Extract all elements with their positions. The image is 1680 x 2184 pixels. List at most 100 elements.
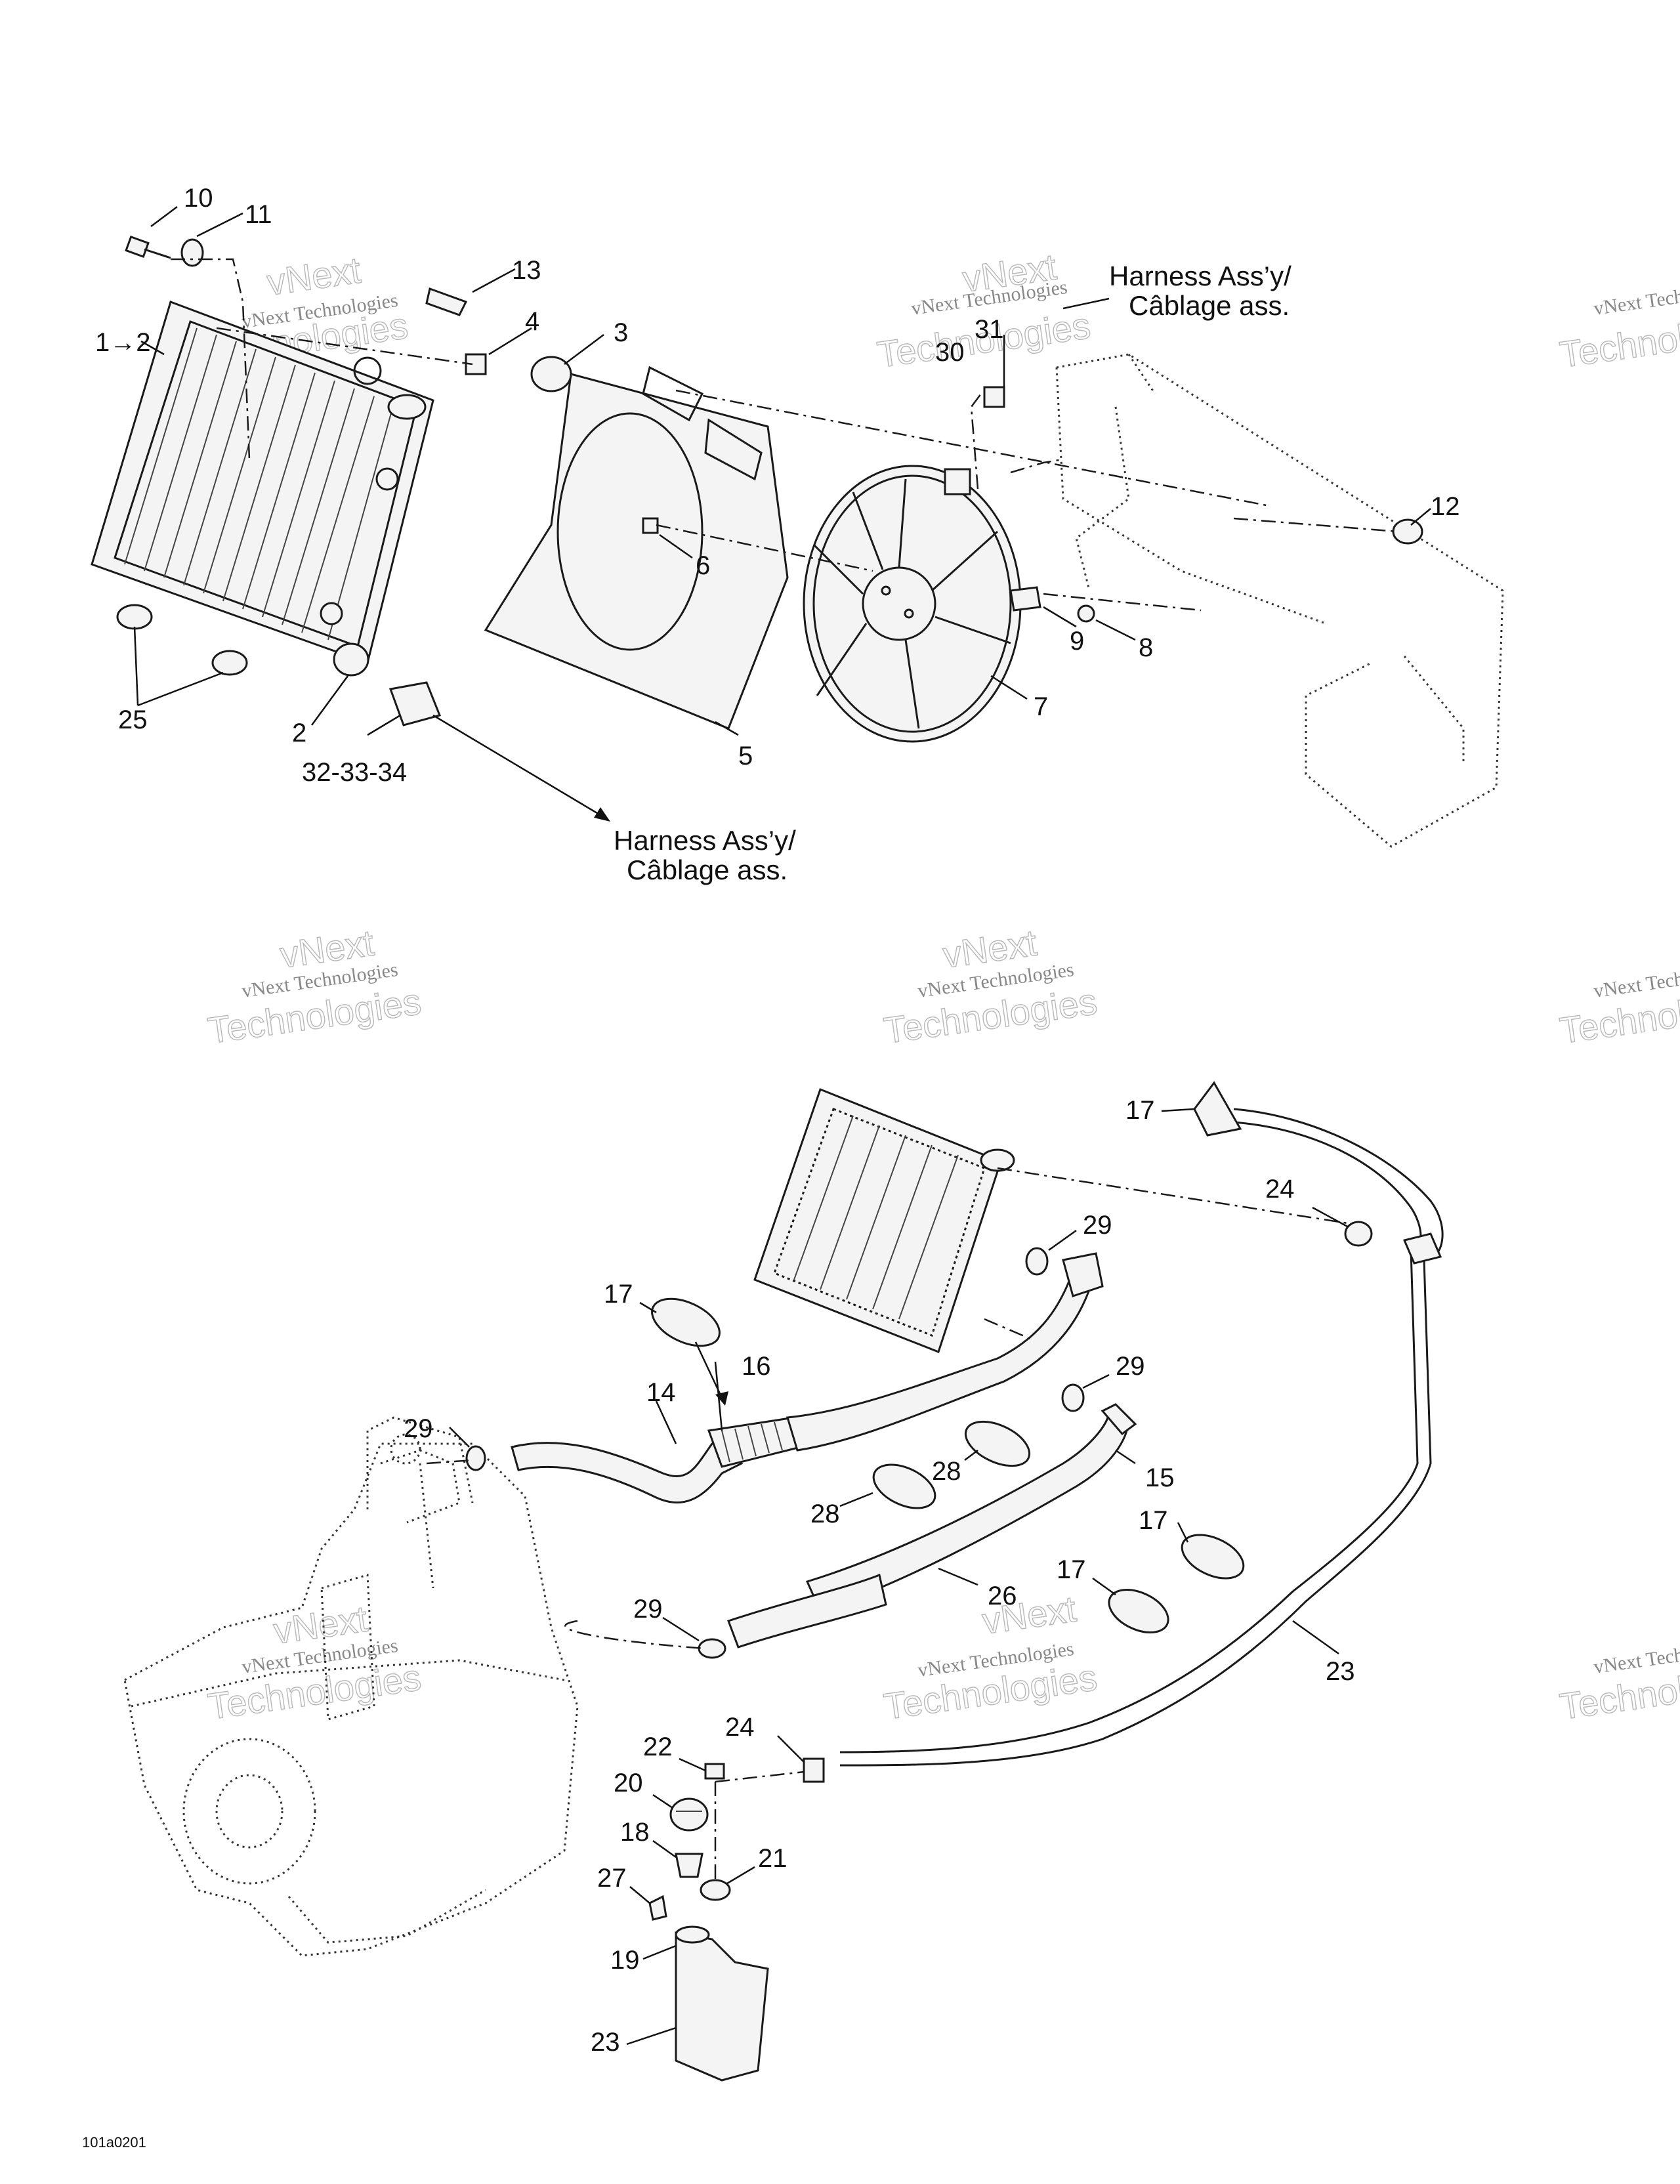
watermark-bottom-left: Technologies vNext Technologies vNext xyxy=(205,1597,424,1728)
callout-21: 21 xyxy=(758,1844,788,1873)
clamp-17-b xyxy=(651,1297,721,1347)
callout-20: 20 xyxy=(614,1769,643,1797)
callout-17-c: 17 xyxy=(1139,1506,1168,1535)
hose-16-corrugated xyxy=(707,1416,802,1468)
watermark-middle-center: Technologies vNext Technologies vNext xyxy=(881,921,1100,1052)
grommet-21 xyxy=(700,1879,731,1901)
callout-30: 30 xyxy=(935,338,965,367)
callout-10: 10 xyxy=(184,184,213,213)
hose-15 xyxy=(805,1403,1137,1612)
callout-7: 7 xyxy=(1034,692,1048,721)
fan-shroud xyxy=(484,366,789,730)
hose-upper-return xyxy=(786,1252,1104,1452)
hose-23-overflow xyxy=(839,1108,1444,1767)
drain-plugs-25 xyxy=(116,604,248,676)
sensor-32-33-34 xyxy=(388,681,442,726)
harness-leader-upper xyxy=(1062,297,1110,310)
callout-2: 2 xyxy=(292,719,306,747)
callout-29-c: 29 xyxy=(404,1414,433,1443)
fitting-22 xyxy=(704,1763,725,1780)
bottom-leader-lines xyxy=(449,1108,1349,2046)
callout-28-a: 28 xyxy=(932,1457,961,1486)
callout-11: 11 xyxy=(245,200,272,229)
callout-16: 16 xyxy=(742,1352,771,1381)
top-dash-lines xyxy=(171,258,1398,612)
callout-19: 19 xyxy=(610,1946,640,1975)
watermark-middle-right: Technologies vNext Technologies xyxy=(1557,959,1680,1052)
callout-17-a: 17 xyxy=(1125,1096,1155,1125)
callout-27: 27 xyxy=(597,1864,627,1893)
cap-2 xyxy=(333,642,369,677)
hose-14 xyxy=(511,1436,744,1503)
harness-label-upper-line1: Harness Ass’y/ xyxy=(1109,261,1292,291)
harness-label-lower-line2: Câblage ass. xyxy=(627,854,788,885)
callout-32-33-34: 32-33-34 xyxy=(302,758,407,787)
callout-5: 5 xyxy=(738,742,753,770)
radiator-bottom xyxy=(753,1088,1015,1353)
grommet-12 xyxy=(1392,518,1423,545)
bolt-10 xyxy=(125,235,171,259)
callout-3: 3 xyxy=(614,318,628,347)
harness-label-upper-line2: Câblage ass. xyxy=(1129,290,1290,321)
watermark-bottom-right: Technologies vNext Technologies xyxy=(1557,1635,1680,1728)
connector-30 xyxy=(983,386,1005,408)
watermark-top-center: Technologies vNext Technologies vNext xyxy=(874,245,1093,376)
callout-17-b: 17 xyxy=(604,1280,633,1309)
callout-28-b: 28 xyxy=(810,1500,840,1528)
hose-26 xyxy=(727,1573,887,1648)
clamp-29-a xyxy=(1025,1247,1049,1276)
coolant-reservoir xyxy=(675,1925,769,2082)
cooling-fan xyxy=(803,465,1022,743)
callout-8: 8 xyxy=(1139,633,1153,662)
callout-9: 9 xyxy=(1070,627,1084,656)
clamp-17-d xyxy=(1108,1589,1169,1633)
callout-29-a: 29 xyxy=(1083,1211,1112,1240)
vehicle-frame xyxy=(1055,353,1504,848)
callout-29-b: 29 xyxy=(1116,1352,1145,1381)
fan-connector xyxy=(944,468,971,495)
clamp-29-d xyxy=(698,1638,726,1659)
clamp-29-c xyxy=(465,1445,486,1471)
nut-6 xyxy=(642,517,659,534)
svg-text:vNext Technologies: vNext Technologies xyxy=(1592,276,1680,320)
clamp-28-a xyxy=(964,1420,1031,1467)
clamp-29-b xyxy=(1061,1383,1085,1412)
top-leader-lines xyxy=(133,206,1431,736)
clamp-24-a xyxy=(1344,1221,1373,1247)
watermark-middle-left: Technologies vNext Technologies vNext xyxy=(205,921,424,1052)
cap-18 xyxy=(675,1853,704,1878)
clamp-17-a xyxy=(1193,1081,1242,1137)
reservoir-cap-20 xyxy=(669,1797,709,1832)
harness-arrow-lower xyxy=(432,714,610,822)
engine-block xyxy=(123,1416,579,1957)
arrow-17-to-16 xyxy=(694,1341,728,1406)
callout-25: 25 xyxy=(118,705,148,734)
callout-12: 12 xyxy=(1431,492,1460,521)
callout-31: 31 xyxy=(975,315,1004,344)
radiator-fins-top xyxy=(124,327,394,640)
watermark-top-right: Technologies vNext Technologies xyxy=(1557,276,1680,376)
callout-17-d: 17 xyxy=(1057,1555,1086,1584)
bracket-13 xyxy=(425,287,468,316)
callout-6: 6 xyxy=(696,551,710,580)
callout-29-d: 29 xyxy=(633,1595,663,1624)
callout-26: 26 xyxy=(988,1582,1017,1610)
callout-4: 4 xyxy=(525,307,539,336)
washer-11 xyxy=(180,238,204,267)
clip-27 xyxy=(648,1895,667,1921)
callout-23-b: 23 xyxy=(591,2028,620,2057)
nut-8 xyxy=(1077,604,1095,623)
bottom-dash-lines xyxy=(426,1167,1353,1883)
grommet-3 xyxy=(530,356,572,392)
harness-label-lower-line1: Harness Ass’y/ xyxy=(614,825,796,856)
callout-18: 18 xyxy=(620,1818,650,1847)
callout-22: 22 xyxy=(643,1732,673,1761)
bushing-9 xyxy=(1009,586,1041,612)
clamp-28-b xyxy=(872,1463,936,1509)
callout-1-2: 1→2 xyxy=(95,328,151,357)
callout-13: 13 xyxy=(512,256,541,285)
svg-text:vNext: vNext xyxy=(264,249,364,303)
drawing-code: 101a0201 xyxy=(82,2134,146,2151)
clamp-17-c xyxy=(1181,1534,1245,1580)
